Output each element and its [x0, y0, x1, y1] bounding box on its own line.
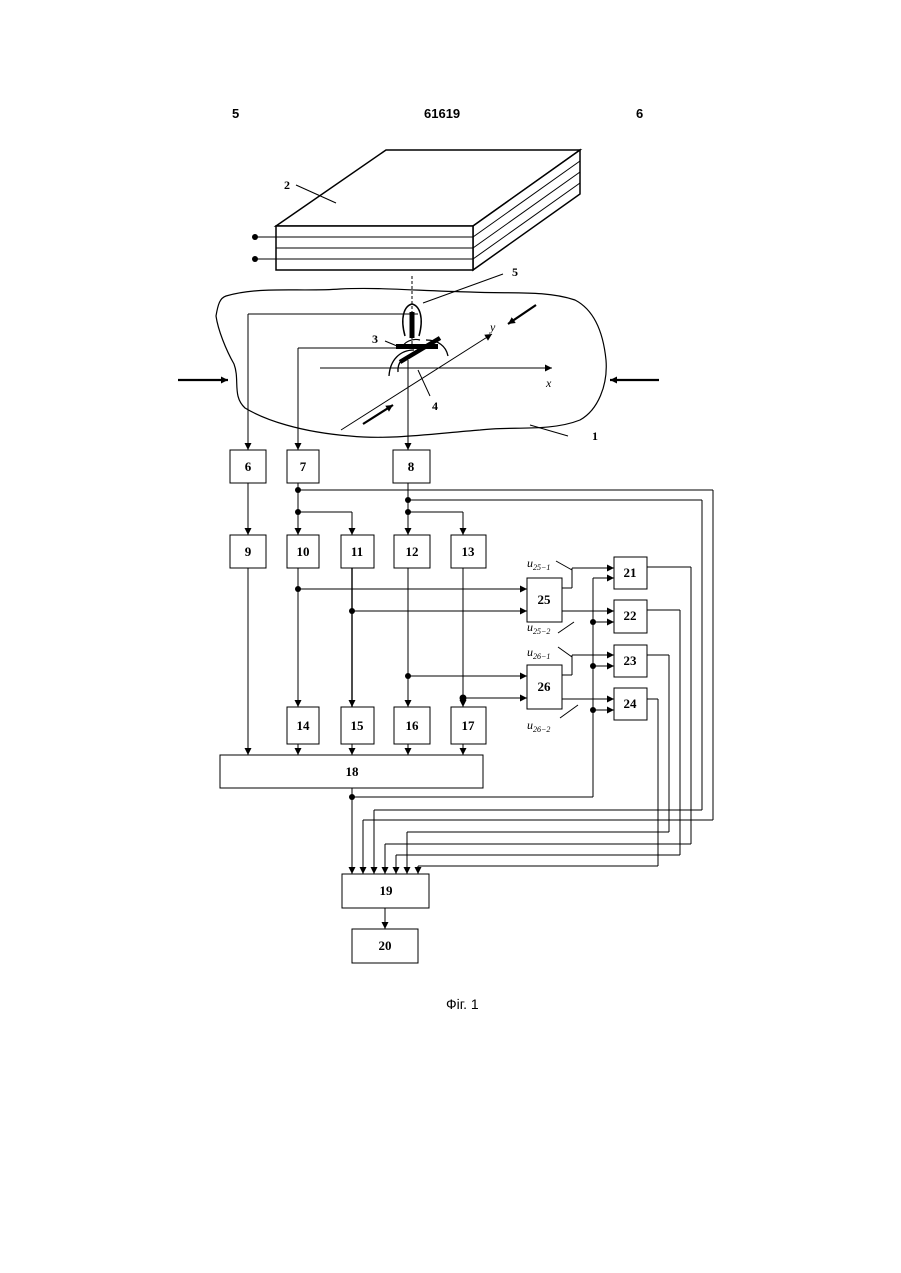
sensor-5: 5	[248, 265, 518, 338]
block-25: 25	[527, 578, 562, 622]
signal-u26-2: u26−2	[527, 718, 550, 734]
block-24: 24	[614, 688, 647, 720]
block-20: 20	[352, 929, 418, 963]
block-6-label: 6	[245, 459, 252, 474]
block-26-label: 26	[538, 679, 552, 694]
force-arrow-bottom-left	[363, 405, 393, 424]
ref-label-5: 5	[512, 265, 518, 279]
ref-label-1: 1	[592, 429, 598, 443]
block-9: 9	[230, 535, 266, 568]
block-11: 11	[341, 535, 374, 568]
block-11-label: 11	[351, 544, 363, 559]
block-22: 22	[614, 600, 647, 633]
block-9-label: 9	[245, 544, 252, 559]
block-16-label: 16	[406, 718, 420, 733]
block-16: 16	[394, 707, 430, 744]
block-7: 7	[287, 450, 319, 483]
terminal-dot	[252, 234, 258, 240]
y-axis-label: y	[489, 320, 496, 334]
block-18-label: 18	[346, 764, 360, 779]
block-20-label: 20	[379, 938, 392, 953]
block-7-label: 7	[300, 459, 307, 474]
signal-u26-1: u26−1	[527, 645, 550, 661]
block-13: 13	[451, 535, 486, 568]
signal-u25-1: u25−1	[527, 556, 550, 572]
block-23-label: 23	[624, 653, 638, 668]
block-19-label: 19	[380, 883, 394, 898]
block-12-label: 12	[406, 544, 419, 559]
block-25-label: 25	[538, 592, 552, 607]
block-22-label: 22	[624, 608, 637, 623]
figure-caption: Фіг. 1	[446, 996, 479, 1012]
block-21-label: 21	[624, 565, 637, 580]
block-12: 12	[394, 535, 430, 568]
object-outline: 1	[216, 288, 606, 443]
magnet-block: 2	[252, 150, 580, 270]
block-15: 15	[341, 707, 374, 744]
ref-label-3: 3	[372, 332, 378, 346]
block-10-label: 10	[297, 544, 310, 559]
block-24-label: 24	[624, 696, 638, 711]
block-21: 21	[614, 557, 647, 589]
block-23: 23	[614, 645, 647, 677]
x-axis-label: x	[545, 376, 552, 390]
block-13-label: 13	[462, 544, 476, 559]
block-17: 17	[451, 707, 486, 744]
block-6: 6	[230, 450, 266, 483]
force-arrow-top-right	[508, 305, 536, 324]
block-26: 26	[527, 665, 562, 709]
ref-label-2: 2	[284, 178, 290, 192]
block-8-label: 8	[408, 459, 415, 474]
block-14: 14	[287, 707, 319, 744]
block-14-label: 14	[297, 718, 311, 733]
terminal-dot	[252, 256, 258, 262]
block-19: 19	[342, 874, 429, 908]
block-8: 8	[393, 450, 430, 483]
block-10: 10	[287, 535, 319, 568]
ref-label-4: 4	[432, 399, 438, 413]
block-15-label: 15	[351, 718, 365, 733]
sensor-4: 4	[389, 338, 448, 413]
block-17-label: 17	[462, 718, 476, 733]
block-18: 18	[220, 755, 483, 788]
